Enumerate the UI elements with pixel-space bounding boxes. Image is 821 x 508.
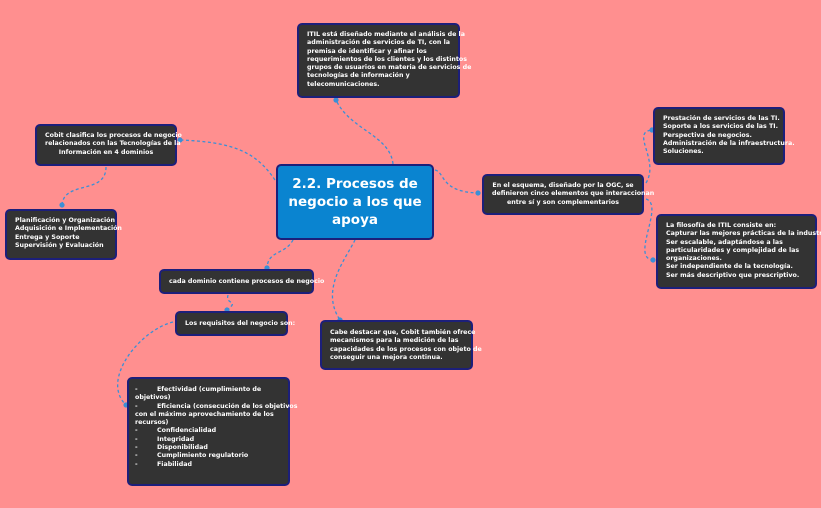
domain-item: Supervisión y Evaluación [15, 241, 104, 249]
node-text: conseguir una mejora continua. [330, 353, 443, 361]
node-text: Cobit clasifica los procesos de negocio [45, 132, 182, 139]
domain-item: Planificación y Organización [15, 217, 115, 224]
connector-itil-definition [333, 97, 394, 165]
node-text: La filosofía de ITIL consiste en: [666, 222, 777, 229]
node-domain-processes[interactable]: cada dominio contiene procesos de negoci… [159, 269, 325, 294]
requirement-text: Integridad [157, 435, 195, 443]
central-topic-line: apoya [332, 212, 378, 228]
bullet-dash: - [135, 386, 138, 393]
element-item: Soluciones. [663, 148, 704, 156]
connector-domain-processes [264, 239, 294, 271]
node-text: requerimientos de los clientes y los dis… [307, 55, 467, 63]
requirement-item: - Fiabilidad [135, 461, 282, 469]
node-text: En el esquema, diseñado por la OGC, se [492, 182, 634, 189]
node-requirements-list[interactable]: - Efectividad (cumplimiento de objetivos… [127, 377, 298, 486]
node-text: Cabe destacar que, Cobit también ofrece [330, 329, 476, 336]
node-text: Los requisitos del negocio son: [185, 320, 296, 327]
node-text: mecanismos para la medición de las [330, 337, 459, 345]
requirement-text: Cumplimiento regulatorio [157, 452, 249, 460]
node-text: capacidades de los procesos con objeto d… [330, 345, 482, 353]
requirement-text: Fiabilidad [157, 460, 192, 468]
node-cobit-classifies[interactable]: Cobit clasifica los procesos de negocio … [35, 124, 182, 166]
node-text: grupos de usuarios en materia de servici… [307, 64, 472, 72]
node-text: ITIL está diseñado mediante el análisis … [307, 31, 465, 38]
requirement-text-cont: recursos) [135, 419, 169, 427]
requirement-item: - Efectividad (cumplimiento de [135, 386, 282, 394]
node-text: tecnologías de información y [307, 72, 410, 80]
node-text: definieron cinco elementos que interacci… [492, 190, 655, 198]
bullet-dash: - [135, 435, 138, 443]
bullet-dash: - [135, 444, 138, 452]
connector-ogc-scheme [434, 169, 481, 196]
requirement-text: Disponibilidad [157, 444, 208, 452]
node-text: entre sí y son complementarios [507, 198, 619, 206]
requirement-text-cont: con el máximo aprovechamiento de los [135, 410, 274, 418]
central-topic-line: 2.2. Procesos de [292, 176, 418, 192]
node-text: Información en 4 dominios [58, 148, 154, 156]
requirement-item: - Cumplimiento regulatorio [135, 452, 282, 460]
element-item: Prestación de servicios de las TI. [663, 115, 780, 122]
node-cobit-measurement[interactable]: Cabe destacar que, Cobit también ofrece … [320, 320, 482, 370]
bullet-dash: - [135, 427, 138, 435]
bullet-dash: - [135, 452, 138, 460]
element-item: Administración de la infraestructura. [663, 139, 795, 147]
node-business-requirements[interactable]: Los requisitos del negocio son: [175, 311, 296, 336]
central-topic-line: negocio a los que [288, 194, 422, 210]
requirement-item: - Disponibilidad [135, 444, 282, 452]
node-itil-definition[interactable]: ITIL está diseñado mediante el análisis … [297, 23, 472, 98]
node-itil-philosophy[interactable]: La filosofía de ITIL consiste en: Captur… [656, 214, 821, 289]
node-text: relacionados con las Tecnologías de la [45, 140, 181, 148]
connector-cobit-classifies [177, 137, 276, 181]
node-text: premisa de identificar y afinar los [307, 47, 427, 55]
node-text: organizaciones. [666, 255, 722, 263]
connector-requirements [224, 294, 233, 313]
requirement-text: Efectividad (cumplimiento de [157, 386, 262, 393]
domain-item: Entrega y Soporte [15, 233, 80, 241]
node-text: administración de servicios de TI, con l… [307, 39, 450, 47]
node-text: telecomunicaciones. [307, 80, 380, 88]
connector-ogc-elements [643, 127, 655, 184]
node-text: Ser más descriptivo que prescriptivo. [666, 271, 800, 279]
node-text: particularidades y complejidad de las [666, 246, 800, 254]
element-item: Soporte a los servicios de las TI. [663, 123, 779, 131]
node-text: Ser escalable, adaptándose a las [666, 238, 783, 246]
requirement-item: - Confidencialidad [135, 427, 282, 435]
bullet-dash: - [135, 402, 138, 410]
requirement-text: Eficiencia (consecución de los objetivos [157, 402, 298, 410]
domain-item: Adquisición e Implementación [15, 225, 122, 233]
node-text: Ser independiente de la tecnología. [666, 263, 793, 271]
connector-cobit-domains [59, 166, 107, 208]
central-topic[interactable]: 2.2. Procesos de negocio a los que apoya [276, 164, 434, 240]
requirement-text-cont: objetivos) [135, 394, 171, 402]
requirement-item: - Integridad [135, 436, 282, 444]
node-cobit-domains[interactable]: Planificación y Organización Adquisición… [5, 209, 122, 260]
node-ogc-scheme[interactable]: En el esquema, diseñado por la OGC, se d… [482, 174, 655, 215]
bullet-dash: - [135, 460, 138, 468]
node-ogc-elements[interactable]: Prestación de servicios de las TI. Sopor… [653, 107, 795, 165]
connector-itil-philosophy [644, 198, 656, 263]
connector-requirements-list [117, 321, 174, 408]
requirement-item: - Eficiencia (consecución de los objetiv… [135, 402, 298, 411]
requirement-text: Confidencialidad [157, 427, 217, 435]
connector-cobit-measurement [331, 239, 356, 323]
node-text: cada dominio contiene procesos de negoci… [169, 278, 325, 285]
element-item: Perspectiva de negocios. [663, 131, 752, 139]
node-text: Capturar las mejores prácticas de la ind… [666, 230, 821, 238]
